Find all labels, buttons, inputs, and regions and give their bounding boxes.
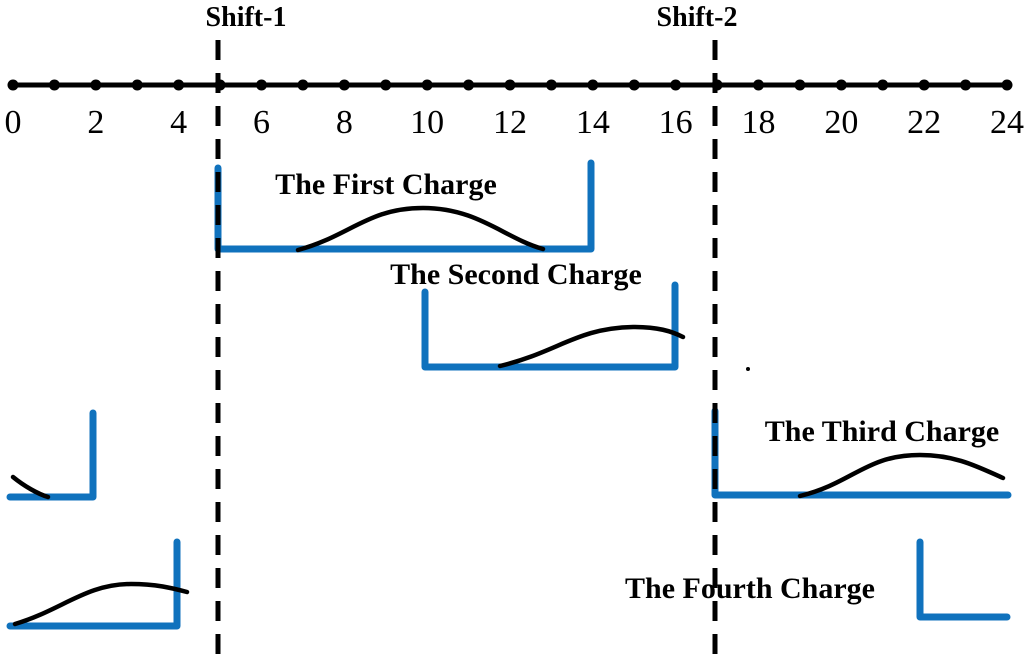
timeline-hour-dot xyxy=(628,79,640,91)
timeline-hour-dot xyxy=(7,79,19,91)
timeline-hour-dot xyxy=(794,79,806,91)
charge-curve xyxy=(497,324,686,369)
timeline-hour-dot xyxy=(173,79,185,91)
charge-bracket xyxy=(6,409,97,501)
timeline-hour-dot xyxy=(877,79,889,91)
charge-bracket xyxy=(916,538,1011,621)
timeline-hour-dot xyxy=(960,79,972,91)
charge-bracket xyxy=(214,159,595,253)
timeline-hour-dot xyxy=(131,79,143,91)
timeline-hour-dot xyxy=(338,79,350,91)
timeline-hour-dot xyxy=(48,79,60,91)
charge-curve xyxy=(12,581,190,627)
timeline-hour-dot xyxy=(1001,79,1013,91)
timeline-hour-dot xyxy=(463,79,475,91)
timeline-hour-dot xyxy=(380,79,392,91)
charge-curve xyxy=(10,474,51,500)
charge-bracket xyxy=(711,407,1012,499)
charge-curve xyxy=(797,452,1006,499)
timeline-hour-dot xyxy=(587,79,599,91)
timeline-hour-dot xyxy=(835,79,847,91)
timeline-hour-dot xyxy=(918,79,930,91)
timeline-hour-dot xyxy=(256,79,267,91)
charge-bracket xyxy=(421,281,679,371)
timeline-hour-dot xyxy=(670,79,682,91)
timeline-hour-dot xyxy=(753,79,764,91)
timeline-hour-dot xyxy=(421,79,433,91)
timeline-hour-dot xyxy=(90,79,102,91)
charge-bracket xyxy=(6,538,181,630)
timeline-hour-dot xyxy=(504,79,516,91)
timeline-hour-dot xyxy=(545,79,557,91)
charge-curve xyxy=(295,205,546,253)
stray-mark xyxy=(746,367,750,371)
timeline-hour-dot xyxy=(297,79,309,91)
